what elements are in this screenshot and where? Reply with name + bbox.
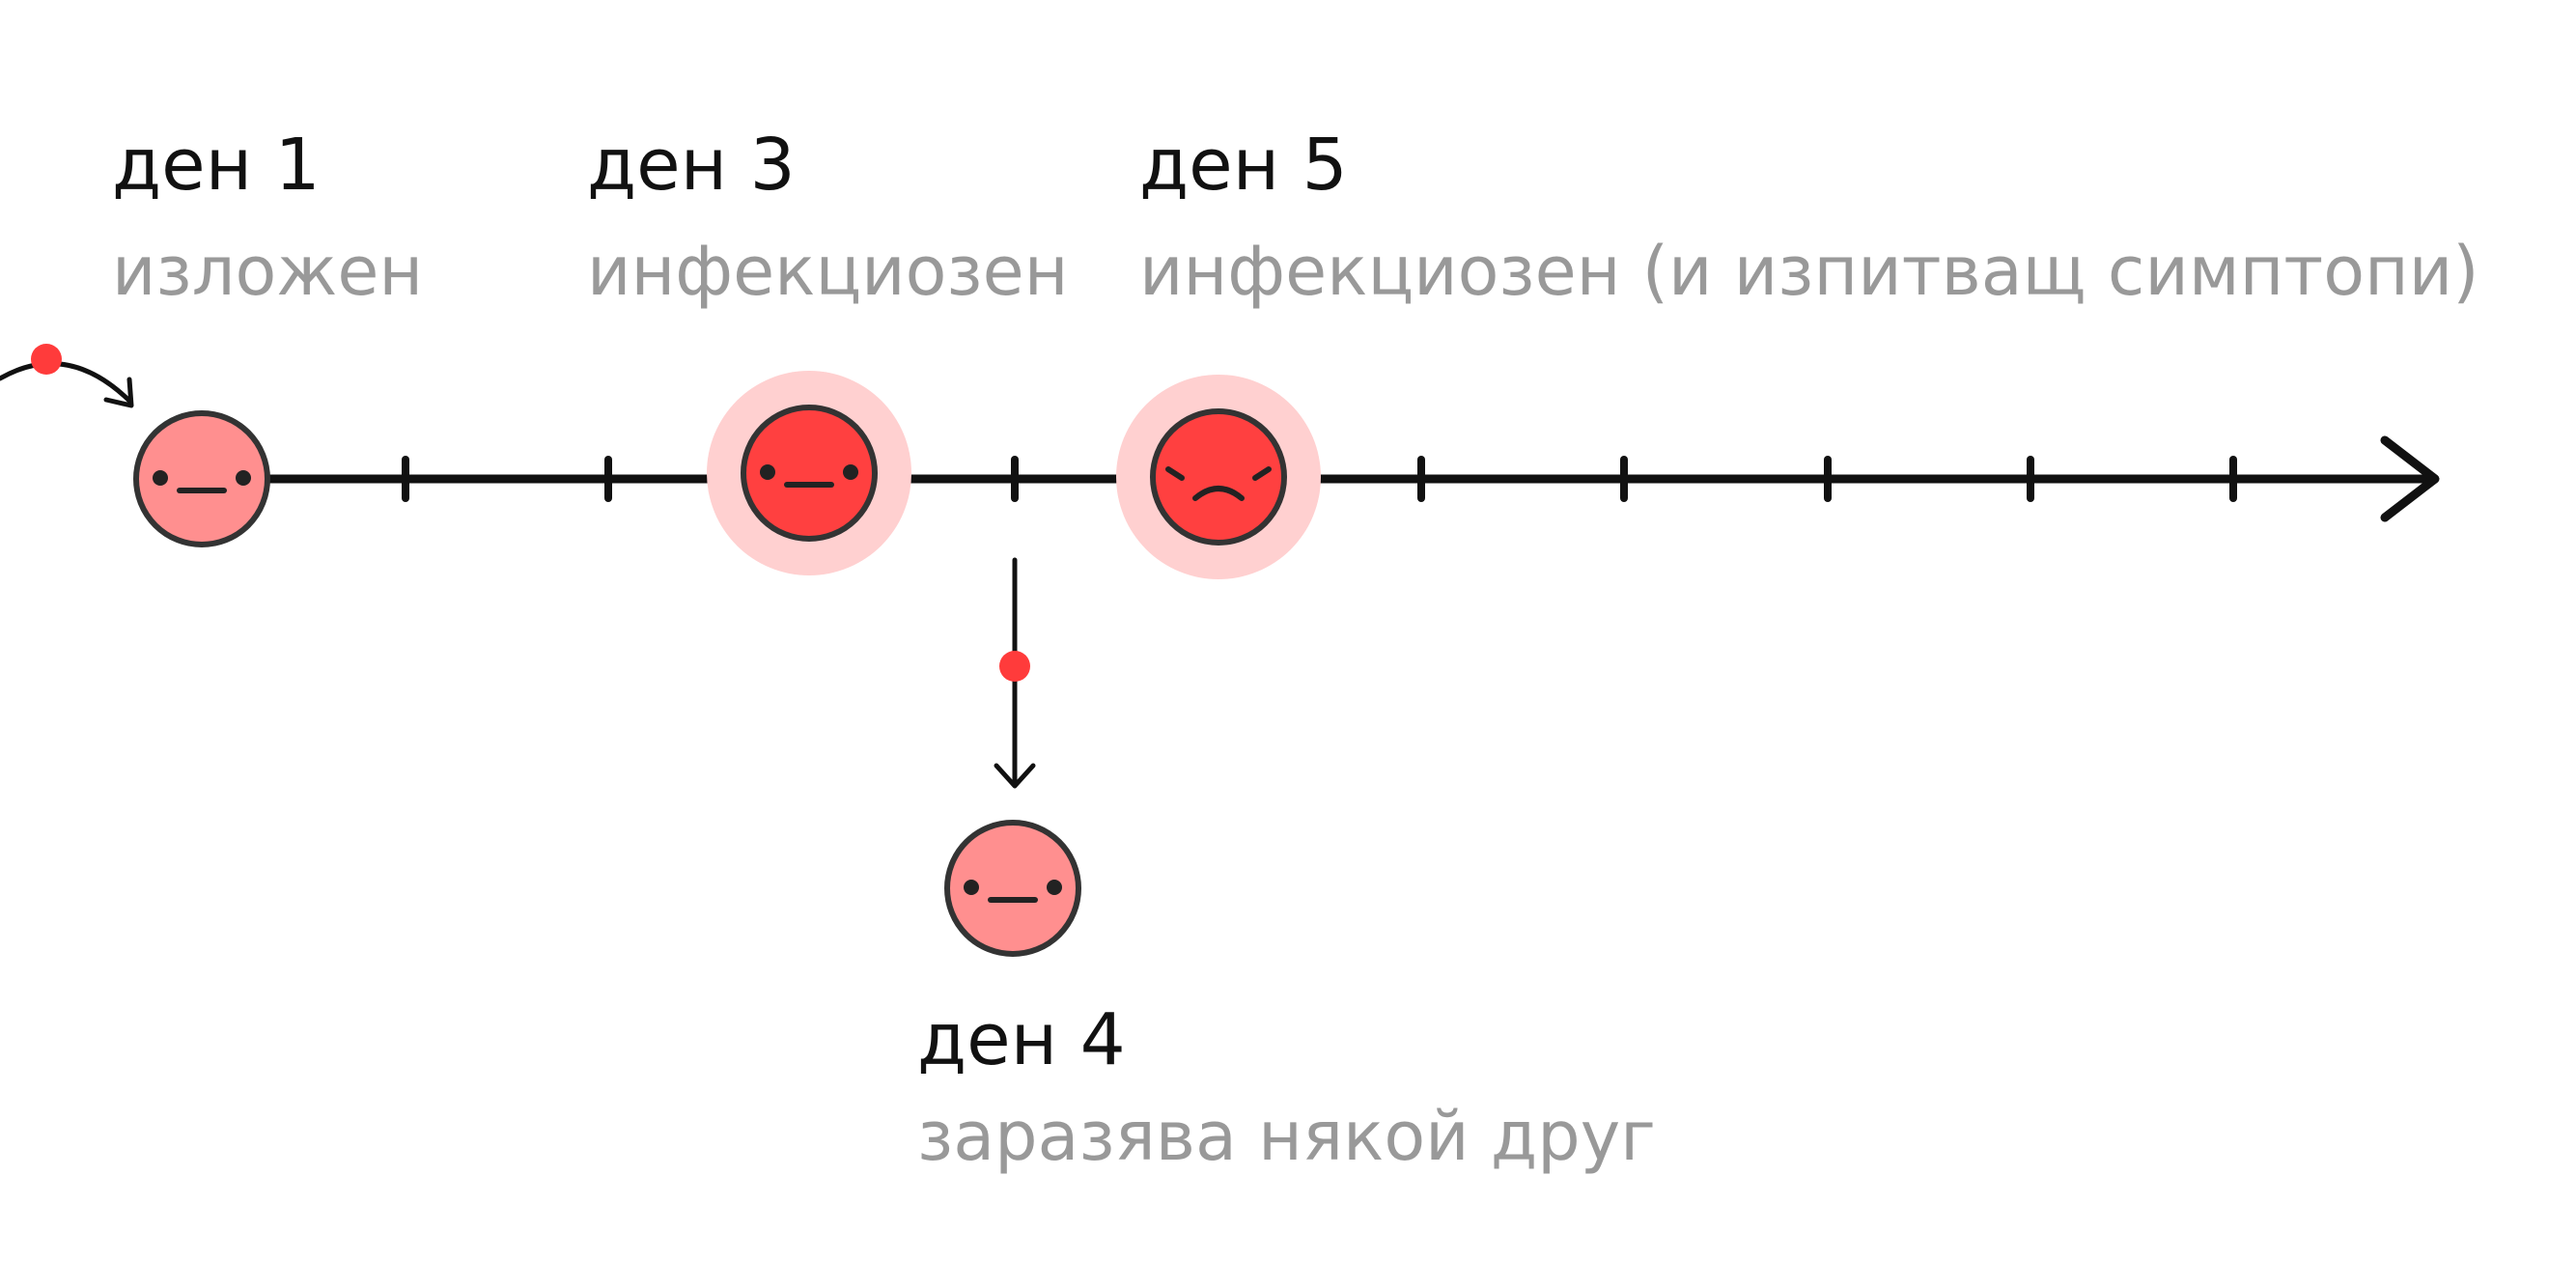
day-label: ден 5 [1139, 124, 1348, 207]
virus-dot-icon [31, 344, 62, 375]
day-description: инфекциозен [587, 232, 1069, 311]
day-description: изложен [112, 232, 424, 311]
sad-face-icon [1150, 408, 1287, 546]
exposure-arrow [0, 361, 133, 405]
day-label: ден 1 [112, 124, 321, 207]
neutral-face-icon [741, 405, 878, 542]
day-label: ден 3 [587, 124, 796, 207]
day-description: заразява някой друг [917, 1097, 1656, 1176]
day-description: инфекциозен (и изпитващ симптопи) [1139, 232, 2479, 311]
exposure-arrow-head [103, 377, 134, 408]
day-label: ден 4 [917, 998, 1126, 1081]
neutral-face-icon [133, 410, 270, 547]
timeline-arrow-head [2380, 435, 2440, 522]
transmission-arrow-head [994, 763, 1036, 789]
timeline-ticks [402, 456, 2237, 502]
virus-dot-icon [999, 651, 1030, 682]
neutral-face-icon [944, 820, 1081, 957]
